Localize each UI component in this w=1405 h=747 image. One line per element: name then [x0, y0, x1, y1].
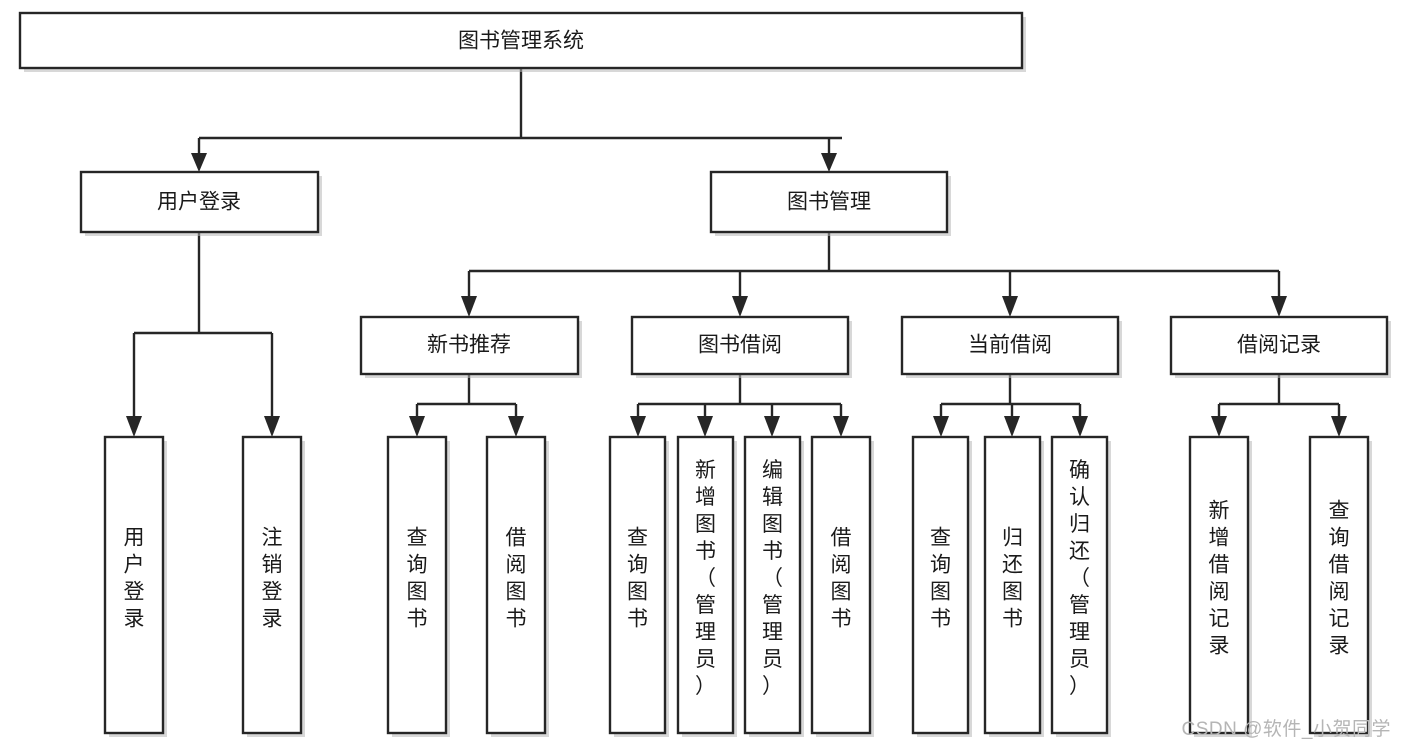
arrow-head-leaf-query-borrow-record	[1331, 416, 1347, 437]
node-leaf-add-book-admin[interactable]: 新增图书（管理员）	[676, 435, 737, 737]
arrow-head-borrow-record	[1271, 296, 1287, 317]
user-login-label: 用户登录	[157, 191, 241, 214]
leaf-query-borrow-record-box[interactable]	[1308, 435, 1370, 735]
leaf-borrow-book-2-label: 借阅图书	[831, 527, 852, 631]
arrow-head-leaf-query-book-1	[409, 416, 425, 437]
borrow-record-box[interactable]	[1169, 315, 1389, 376]
leaf-borrow-book-1-box[interactable]	[485, 435, 547, 735]
leaf-logout-box[interactable]	[241, 435, 303, 735]
book-manage-label: 图书管理	[787, 191, 871, 214]
leaf-return-book-box[interactable]	[983, 435, 1042, 735]
leaf-edit-book-admin-label: 编辑图书（管理员）	[762, 459, 783, 698]
arrow-head-leaf-query-book-3	[933, 416, 949, 437]
arrow-head-book-manage	[821, 153, 837, 172]
new-book-recommend-label: 新书推荐	[427, 334, 511, 357]
leaf-add-borrow-record-box[interactable]	[1188, 435, 1250, 735]
node-book-manage[interactable]: 图书管理	[709, 170, 951, 236]
node-root[interactable]: 图书管理系统	[18, 11, 1026, 72]
current-borrow-label: 当前借阅	[968, 334, 1052, 357]
node-leaf-query-book-3[interactable]: 查询图书	[911, 435, 972, 737]
node-leaf-query-book-2[interactable]: 查询图书	[608, 435, 669, 737]
arrow-head-book-borrow	[732, 296, 748, 317]
node-leaf-query-borrow-record[interactable]: 查询借阅记录	[1308, 435, 1372, 737]
leaf-borrow-book-1-label: 借阅图书	[506, 527, 527, 631]
leaf-confirm-return-admin-box[interactable]	[1050, 435, 1109, 735]
leaf-node-layer: 用户登录 注销登录 查询图书 借阅图书 查询图书 新增图书（管理员） 编辑图书（管理员） 借阅…	[103, 435, 1372, 737]
node-book-borrow[interactable]: 图书借阅	[630, 315, 852, 378]
node-leaf-user-login[interactable]: 用户登录	[103, 435, 167, 737]
leaf-query-book-2-box[interactable]	[608, 435, 667, 735]
arrow-head-user-login	[191, 153, 207, 172]
root-box[interactable]	[18, 11, 1024, 70]
leaf-add-book-admin-label: 新增图书（管理员）	[695, 459, 716, 698]
leaf-user-login-box[interactable]	[103, 435, 165, 735]
leaf-user-login-label: 用户登录	[124, 527, 145, 631]
node-leaf-borrow-book-1[interactable]: 借阅图书	[485, 435, 549, 737]
arrow-head-leaf-user-login	[126, 416, 142, 437]
node-leaf-confirm-return-admin[interactable]: 确认归还（管理员）	[1050, 435, 1111, 737]
arrow-head-leaf-add-book-admin	[697, 416, 713, 437]
node-user-login[interactable]: 用户登录	[79, 170, 322, 236]
borrow-record-label: 借阅记录	[1237, 334, 1321, 357]
leaf-query-book-2-label: 查询图书	[627, 527, 648, 631]
root-label: 图书管理系统	[458, 30, 584, 53]
node-new-book-recommend[interactable]: 新书推荐	[359, 315, 582, 378]
arrow-head-leaf-logout	[264, 416, 280, 437]
book-borrow-box[interactable]	[630, 315, 850, 376]
leaf-edit-book-admin-box[interactable]	[743, 435, 802, 735]
arrow-head-new-book-recommend	[461, 296, 477, 317]
node-leaf-logout[interactable]: 注销登录	[241, 435, 305, 737]
arrow-head-leaf-borrow-book-2	[833, 416, 849, 437]
leaf-borrow-book-2-box[interactable]	[810, 435, 872, 735]
new-book-recommend-box[interactable]	[359, 315, 580, 376]
node-leaf-add-borrow-record[interactable]: 新增借阅记录	[1188, 435, 1252, 737]
connector-layer	[126, 68, 1347, 437]
arrow-head-leaf-add-borrow-record	[1211, 416, 1227, 437]
arrow-head-leaf-query-book-2	[630, 416, 646, 437]
book-borrow-label: 图书借阅	[698, 334, 782, 357]
node-leaf-edit-book-admin[interactable]: 编辑图书（管理员）	[743, 435, 804, 737]
arrow-head-current-borrow	[1002, 296, 1018, 317]
leaf-add-borrow-record-label: 新增借阅记录	[1209, 500, 1230, 658]
arrow-head-leaf-borrow-book-1	[508, 416, 524, 437]
leaf-add-book-admin-box[interactable]	[676, 435, 735, 735]
node-leaf-query-book-1[interactable]: 查询图书	[386, 435, 450, 737]
leaf-query-book-3-label: 查询图书	[930, 527, 951, 631]
leaf-query-book-1-label: 查询图书	[407, 527, 428, 631]
leaf-query-book-1-box[interactable]	[386, 435, 448, 735]
user-login-box[interactable]	[79, 170, 320, 234]
leaf-logout-label: 注销登录	[262, 527, 283, 631]
node-leaf-return-book[interactable]: 归还图书	[983, 435, 1044, 737]
node-current-borrow[interactable]: 当前借阅	[900, 315, 1122, 378]
arrow-head-leaf-confirm-return-admin	[1072, 416, 1088, 437]
leaf-confirm-return-admin-label: 确认归还（管理员）	[1069, 459, 1090, 698]
leaf-return-book-label: 归还图书	[1002, 527, 1023, 631]
current-borrow-box[interactable]	[900, 315, 1120, 376]
arrow-head-leaf-edit-book-admin	[764, 416, 780, 437]
book-manage-box[interactable]	[709, 170, 949, 234]
csdn-watermark: CSDN @软件_小贺同学	[1181, 719, 1391, 740]
arrow-head-leaf-return-book	[1004, 416, 1020, 437]
leaf-query-book-3-box[interactable]	[911, 435, 970, 735]
node-leaf-borrow-book-2[interactable]: 借阅图书	[810, 435, 874, 737]
leaf-query-borrow-record-label: 查询借阅记录	[1329, 500, 1350, 658]
node-borrow-record[interactable]: 借阅记录	[1169, 315, 1391, 378]
